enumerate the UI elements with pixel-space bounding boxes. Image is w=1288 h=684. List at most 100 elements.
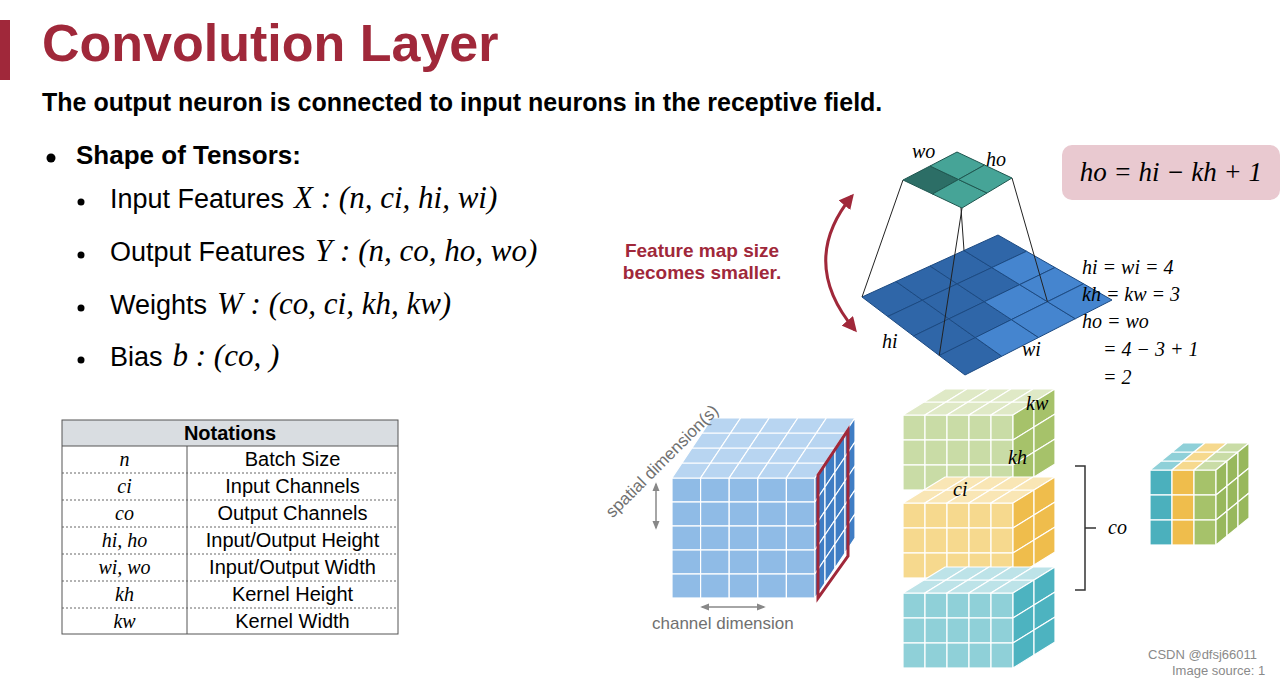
dimension-arrow — [655, 484, 657, 528]
label-mlab: wo — [912, 140, 935, 163]
projection-line — [1012, 178, 1047, 302]
cube-cell — [758, 574, 787, 598]
kernel-cube — [903, 389, 1055, 490]
table-rule — [62, 608, 398, 609]
label-tabm: n — [62, 448, 187, 471]
cube-cell — [729, 574, 758, 598]
cube-cell — [903, 643, 925, 668]
label-sub: Bias — [110, 342, 163, 373]
cube-cell — [1216, 511, 1227, 545]
cube-cell — [947, 415, 969, 440]
cube-cell — [786, 478, 815, 502]
accent-bar — [0, 20, 10, 80]
label-mlab: ci — [953, 478, 967, 501]
bullet — [78, 252, 85, 259]
kernel-cube — [903, 567, 1055, 668]
label-mlab: co — [1108, 516, 1127, 539]
cube-cell — [701, 526, 730, 550]
table-border — [62, 420, 398, 634]
cube-cell — [672, 526, 701, 550]
cube-cell — [969, 440, 991, 465]
cube-cell — [1034, 527, 1055, 565]
label-mlab: hi — [882, 330, 898, 353]
label-mlab: = 2 — [1103, 366, 1132, 389]
cube-cell — [729, 550, 758, 574]
label-wm: Image source: 1 — [1172, 664, 1265, 679]
label-tabt: Batch Size — [187, 448, 398, 471]
cube-cell — [1194, 495, 1216, 520]
projection-line — [939, 208, 962, 356]
cube-cell — [1172, 520, 1194, 545]
cube-cell — [786, 526, 815, 550]
cube-cell — [991, 618, 1013, 643]
cube-cell — [903, 465, 925, 490]
label-tabt: Output Channels — [187, 502, 398, 525]
cube-cell — [1172, 495, 1194, 520]
input-cube — [672, 418, 855, 598]
label-mlab: kh = kw = 3 — [1082, 283, 1180, 306]
cube-cell — [1238, 493, 1249, 527]
bullet — [47, 154, 56, 163]
table-rule — [62, 500, 398, 501]
dimension-arrow — [702, 606, 764, 608]
label-tabm: wi, wo — [62, 556, 187, 579]
table-rule — [187, 446, 188, 634]
label-tabm: co — [62, 502, 187, 525]
table-rule — [62, 581, 398, 582]
label-sub: Output Features — [110, 237, 305, 268]
shrink-arrow — [826, 196, 855, 330]
label-tabm: ci — [62, 475, 187, 498]
label-mlab: hi = wi = 4 — [1082, 256, 1173, 279]
cube-cell — [969, 415, 991, 440]
bullet — [78, 357, 85, 364]
formula-box: ho = hi − kh + 1 — [1062, 145, 1280, 200]
bracket — [1075, 466, 1096, 590]
slide-title: Convolution Layer — [42, 14, 498, 74]
cube-cell — [903, 593, 925, 618]
table-rule — [62, 446, 398, 447]
label-grey: channel dimension — [652, 614, 794, 634]
cube-cell — [991, 503, 1013, 528]
label-tabt: Input/Output Height — [187, 529, 398, 552]
cube-cell — [701, 478, 730, 502]
label-tabh: Notations — [62, 422, 398, 445]
label-bold: Shape of Tensors: — [76, 141, 301, 171]
label-tabt: Kernel Height — [187, 583, 398, 606]
cube-cell — [903, 618, 925, 643]
cube-cell — [925, 618, 947, 643]
cube-cell — [969, 643, 991, 668]
label-red: Feature map size becomes smaller. — [612, 240, 792, 284]
cube-cell — [1034, 439, 1055, 477]
label-math: W : (co, ci, kh, kw) — [217, 286, 451, 322]
cube-cell — [947, 618, 969, 643]
cube-cell — [991, 528, 1013, 553]
cube-cell — [786, 502, 815, 526]
cube-cell — [947, 643, 969, 668]
label-tabt: Input/Output Width — [187, 556, 398, 579]
label-mlab: kh — [1008, 446, 1027, 469]
kernel-cube — [903, 477, 1055, 578]
table-rule — [62, 473, 398, 474]
cube-cell — [729, 502, 758, 526]
bullet — [78, 199, 85, 206]
cube-cell — [925, 503, 947, 528]
cube-cell — [925, 528, 947, 553]
cube-cell — [947, 528, 969, 553]
cube-cell — [758, 526, 787, 550]
receptive-field-outline — [818, 430, 848, 598]
cube-cell — [947, 440, 969, 465]
cube-cell — [1150, 495, 1172, 520]
cube-cell — [729, 526, 758, 550]
cube-cell — [969, 593, 991, 618]
bullet — [78, 305, 85, 312]
cube-cell — [1172, 470, 1194, 495]
cube-cell — [925, 440, 947, 465]
cube-cell — [969, 618, 991, 643]
cube-cell — [925, 415, 947, 440]
label-math: b : (co, ) — [173, 338, 280, 374]
projection-line — [862, 180, 903, 297]
cube-cell — [991, 593, 1013, 618]
cube-cell — [903, 415, 925, 440]
cube-cell — [672, 550, 701, 574]
label-tabm: kh — [62, 583, 187, 606]
